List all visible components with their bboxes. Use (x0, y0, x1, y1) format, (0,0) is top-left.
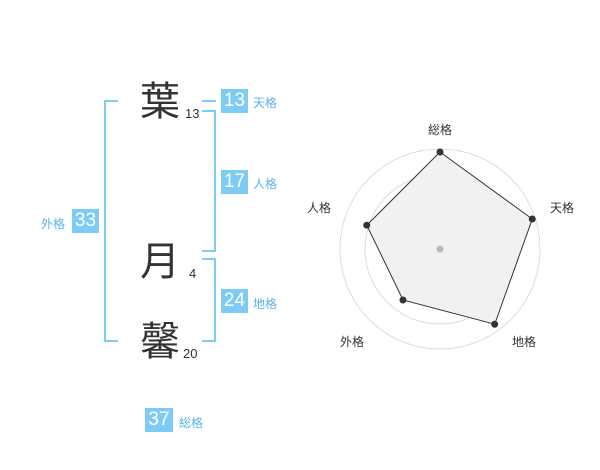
radar-axis-label-tenkaku: 天格 (550, 200, 574, 215)
chikaku-bracket (202, 258, 216, 342)
tenkaku-label: 天格 (253, 96, 278, 110)
tenkaku-value-badge: 13 (221, 89, 248, 113)
radar-point (491, 320, 499, 328)
radar-axis-label-soukaku: 総格 (428, 122, 452, 137)
stroke-count-2: 4 (189, 266, 197, 281)
jinkaku-label: 人格 (253, 177, 278, 191)
radar-point (399, 296, 407, 304)
jinkaku-bracket (202, 110, 216, 252)
radar-axis-label-jinkaku: 人格 (307, 200, 331, 215)
radar-axis-label-gaikaku: 外格 (340, 334, 364, 349)
stroke-count-1: 13 (185, 106, 200, 121)
radar-polygon (366, 151, 533, 325)
stroke-count-3: 20 (183, 346, 198, 361)
name-char-3: 馨 (140, 319, 180, 365)
gaikaku-value-badge: 33 (72, 209, 99, 233)
chikaku-label: 地格 (253, 297, 278, 311)
radar-point (363, 221, 371, 229)
chikaku-value-badge: 24 (221, 289, 248, 313)
radar-point (528, 215, 536, 223)
jinkaku-value-badge: 17 (221, 170, 248, 194)
name-char-2: 月 (140, 239, 180, 285)
radar-point (436, 148, 444, 156)
gaikaku-label: 外格 (41, 217, 66, 231)
radar-axis-label-chikaku: 地格 (512, 334, 536, 349)
soukaku-label: 総格 (179, 416, 204, 430)
gaikaku-bracket (104, 100, 118, 342)
soukaku-value-badge: 37 (145, 408, 173, 432)
tenkaku-bracket (202, 100, 216, 102)
name-char-1: 葉 (140, 79, 180, 125)
radar-center-dot (436, 245, 444, 253)
